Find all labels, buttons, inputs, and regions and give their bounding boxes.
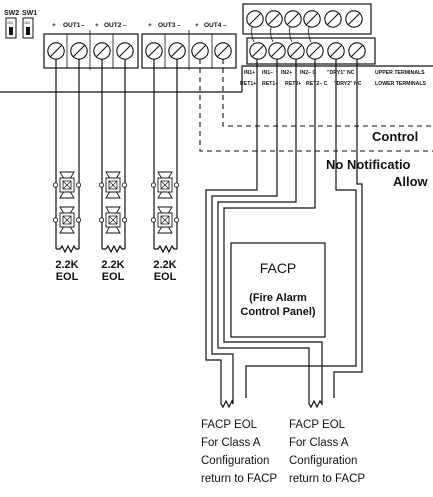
facp-eol-resistors xyxy=(220,398,323,409)
facp-eol-note-2-line4: return to FACP xyxy=(289,473,365,485)
lower-label-ret2minus-c: RET2– C xyxy=(306,81,328,87)
upper-terminals-caption: UPPER TERMINALS xyxy=(375,70,425,76)
out2-label: OUT2 xyxy=(104,22,122,29)
facp-subtitle-line2: Control Panel) xyxy=(240,306,316,318)
jumper-1 xyxy=(251,26,255,43)
eol-value-2: 2.2K xyxy=(101,259,124,271)
sw2-on-label: ON xyxy=(8,21,14,25)
horn-strobe-2a-icon xyxy=(98,171,128,199)
jumper-4 xyxy=(308,26,312,43)
sw1-on-label: ON xyxy=(25,21,31,25)
eol-unit-2: EOL xyxy=(102,271,125,283)
facp-eol-note-1-line2: For Class A xyxy=(201,437,261,449)
facp-eol-note-1-line3: Configuration xyxy=(201,455,269,467)
lower-label-dry2-nc: "DRY2" NC xyxy=(334,81,362,87)
upper-screw-3[interactable] xyxy=(284,10,302,28)
out1-label: OUT1 xyxy=(63,22,81,29)
eol-resistor-1 xyxy=(56,244,79,254)
out4-label: OUT4 xyxy=(204,22,222,29)
allow-note: Allow xyxy=(393,174,429,189)
sw2-switch[interactable] xyxy=(5,17,17,39)
upper-label-in2plus: IN2+ xyxy=(281,70,292,76)
lower-screw-1[interactable] xyxy=(249,42,267,60)
lower-label-ret1plus: RET1+ xyxy=(240,81,256,87)
lower-screw-5[interactable] xyxy=(327,42,345,60)
board-step-edge xyxy=(241,65,433,92)
upper-label-in1minus: IN1– xyxy=(262,70,273,76)
horn-strobe-2b-icon xyxy=(98,206,128,234)
out2-plus-screw[interactable] xyxy=(93,42,111,60)
facp-eol-note-1-line4: return to FACP xyxy=(201,473,277,485)
upper-label-in2minus-c: IN2– C xyxy=(300,70,316,76)
lower-screw-2[interactable] xyxy=(268,42,286,60)
out2-plus: + xyxy=(95,22,99,29)
out4-plus-dashed-wire xyxy=(199,59,433,152)
terminal-labels: IN1+ IN1– IN2+ IN2– C "DRY1" NC UPPER TE… xyxy=(240,70,427,87)
out4-plus: + xyxy=(195,22,199,29)
out3-plus: + xyxy=(148,22,152,29)
upper-screw-2[interactable] xyxy=(265,10,283,28)
eol-resistor-2 xyxy=(102,244,125,254)
sw2-label: SW2 xyxy=(4,10,19,17)
lower-screw-3[interactable] xyxy=(287,42,305,60)
upper-label-dry1-nc: "DRY1" NC xyxy=(327,70,355,76)
facp-title: FACP xyxy=(260,260,297,276)
out1-minus: – xyxy=(81,22,85,29)
eol-resistors xyxy=(56,244,177,254)
facp-eol-note-2: FACP EOL For Class A Configuration retur… xyxy=(289,419,365,485)
out3-label: OUT3 xyxy=(158,22,176,29)
sw1-label: SW1 xyxy=(22,10,37,17)
upper-screw-1[interactable] xyxy=(246,10,264,28)
eol-unit-3: EOL xyxy=(154,271,177,283)
facp-eol-note-2-line3: Configuration xyxy=(289,455,357,467)
facp-eol-note-2-line1: FACP EOL xyxy=(289,419,346,431)
facp-panel: FACP (Fire Alarm Control Panel) xyxy=(230,242,326,338)
out4-plus-screw[interactable] xyxy=(191,42,209,60)
out4-minus-screw[interactable] xyxy=(214,42,232,60)
out3-minus: – xyxy=(177,22,181,29)
lower-label-ret2plus: RET2+ xyxy=(285,81,301,87)
horn-strobe-1a-icon xyxy=(52,171,82,199)
out3-plus-screw[interactable] xyxy=(145,42,163,60)
out2-minus: – xyxy=(123,22,127,29)
eol-resistor-3 xyxy=(154,244,177,254)
dip-switches: SW2 SW1 ON ON xyxy=(4,10,37,39)
nac-wires xyxy=(55,59,433,249)
horn-strobe-3a-icon xyxy=(150,171,180,199)
sw1-switch[interactable] xyxy=(22,17,34,39)
facp-eol-note-1-line1: FACP EOL xyxy=(201,419,258,431)
lower-screw-6[interactable] xyxy=(348,42,366,60)
out2-minus-screw[interactable] xyxy=(116,42,134,60)
facp-eol-note-1: FACP EOL For Class A Configuration retur… xyxy=(201,419,277,485)
out4-minus-dashed-wire xyxy=(222,59,433,127)
horn-strobe-1b-icon xyxy=(52,206,82,234)
facp-eol-note-2-line2: For Class A xyxy=(289,437,349,449)
output-labels: + OUT1 – + OUT2 – + OUT3 – + OUT4 – xyxy=(52,22,227,29)
jumper-3 xyxy=(289,26,293,43)
jumper-2 xyxy=(270,26,274,43)
out4-minus: – xyxy=(223,22,227,29)
lower-screw-4[interactable] xyxy=(306,42,324,60)
control-note: Control xyxy=(372,129,418,144)
upper-screw-5[interactable] xyxy=(324,10,342,28)
facp-eol-resistor-2 xyxy=(308,398,323,409)
upper-screw-4[interactable] xyxy=(303,10,321,28)
out1-plus-screw[interactable] xyxy=(47,42,65,60)
out1-plus: + xyxy=(52,22,56,29)
upper-screw-6[interactable] xyxy=(345,10,363,28)
facp-loop-wires xyxy=(205,59,363,398)
out1-minus-screw[interactable] xyxy=(70,42,88,60)
no-notification-note: No Notificatio xyxy=(326,157,411,172)
eol-unit-1: EOL xyxy=(56,271,79,283)
eol-value-1: 2.2K xyxy=(55,259,78,271)
out3-minus-screw[interactable] xyxy=(168,42,186,60)
upper-label-in1plus: IN1+ xyxy=(244,70,255,76)
facp-eol-resistor-1 xyxy=(220,398,234,409)
lower-label-ret1minus: RET1– xyxy=(262,81,278,87)
facp-subtitle-line1: (Fire Alarm xyxy=(249,292,307,304)
eol-value-3: 2.2K xyxy=(153,259,176,271)
horn-strobe-3b-icon xyxy=(150,206,180,234)
lower-terminals-caption: LOWER TERMINALS xyxy=(375,81,427,87)
